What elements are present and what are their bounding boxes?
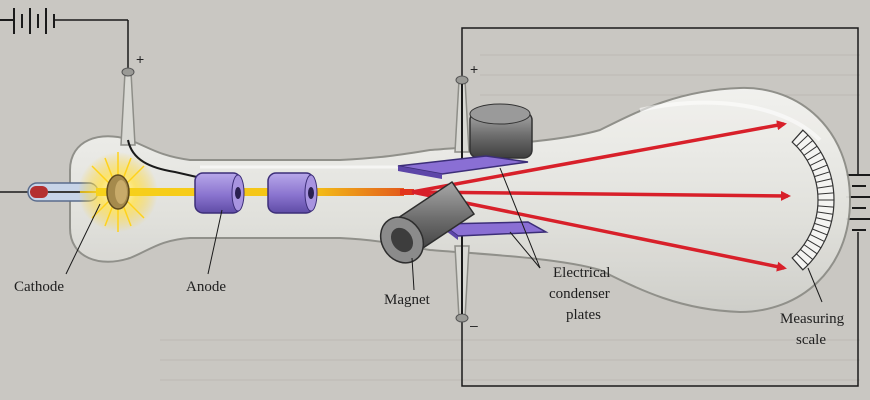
scale-tick <box>803 244 818 255</box>
anode-cylinder-2 <box>267 172 318 214</box>
ray-straight <box>411 190 791 201</box>
scale-label-line1: Measuring <box>780 311 845 327</box>
scale-tick <box>796 253 809 266</box>
bottom-plate-terminal-sign: – <box>470 317 478 333</box>
label-leader-lines <box>65 167 823 303</box>
magnet-front <box>379 180 476 264</box>
anode-disc <box>106 174 130 210</box>
scale-tick <box>809 233 825 242</box>
scale-tick <box>800 248 814 260</box>
scale-tick <box>817 192 834 195</box>
scale-tick <box>800 140 814 152</box>
scale-tick <box>815 217 832 222</box>
scale-tick <box>791 129 804 143</box>
ray-down <box>411 190 787 272</box>
scale-tick <box>815 178 832 183</box>
anode-terminal-stem <box>120 67 211 181</box>
scale-tick <box>812 164 828 172</box>
plates-label-line1: Electrical <box>553 265 610 281</box>
scale-tick <box>817 205 834 208</box>
ray-up <box>411 120 787 194</box>
electron-beam <box>96 188 414 196</box>
battery-icon <box>0 8 128 34</box>
cathode-label: Cathode <box>14 279 64 295</box>
magnet-back <box>469 103 533 159</box>
magnet-label: Magnet <box>384 292 431 308</box>
plate-circuit-wire <box>461 27 859 387</box>
top-plate-terminal-stem <box>454 75 470 162</box>
scale-tick <box>814 222 830 229</box>
scale-label-line2: scale <box>796 332 826 348</box>
bottom-plate-terminal-stem <box>454 236 470 323</box>
scale-tick <box>791 257 804 271</box>
scale-tick <box>809 158 825 167</box>
background-page-texture <box>160 54 860 381</box>
scale-tick <box>806 239 822 249</box>
plates-label-line2: condenser <box>549 286 610 302</box>
scale-tick <box>812 228 828 236</box>
bottom-condenser-plate <box>439 221 549 240</box>
scale-tick <box>806 151 822 161</box>
scale-tick <box>814 171 830 178</box>
top-condenser-plate <box>397 155 529 179</box>
scale-tick <box>817 185 833 189</box>
scale-tick <box>796 134 809 147</box>
scale-tick <box>817 211 833 215</box>
anode-label: Anode <box>186 279 226 295</box>
anode-terminal-sign: + <box>136 51 144 67</box>
deflected-rays <box>411 120 791 272</box>
top-plate-terminal-sign: + <box>470 61 478 77</box>
scale-tick <box>803 145 818 156</box>
anode-cylinder-1 <box>194 172 245 214</box>
measuring-scale <box>791 129 835 271</box>
plates-label-line3: plates <box>566 307 601 323</box>
